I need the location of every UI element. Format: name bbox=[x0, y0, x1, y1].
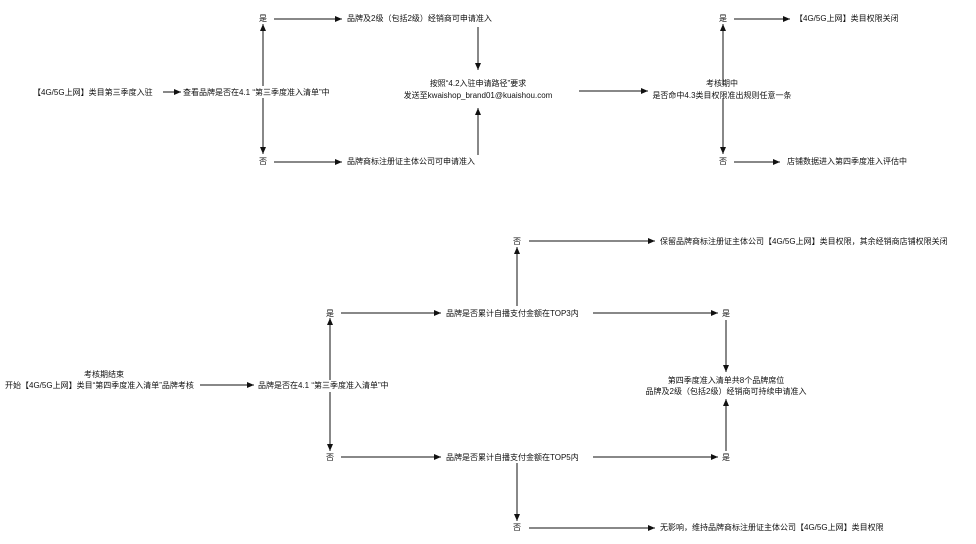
bottom-top3-yes-label: 是 bbox=[722, 309, 730, 318]
bottom-top5-yes-label: 是 bbox=[722, 453, 730, 462]
bottom-start-line2: 开始【4G/5G上网】类目“第四季度准入清单”品牌考核 bbox=[5, 381, 194, 390]
bottom-result-line2: 品牌及2级（包括2级）经销商可持续申请准入 bbox=[645, 387, 807, 396]
top-period-yes-label: 是 bbox=[719, 14, 727, 23]
bottom-result-line1: 第四季度准入清单共8个品牌席位 bbox=[667, 376, 785, 385]
top-period-no-result: 店铺数据进入第四季度准入评估中 bbox=[787, 157, 907, 166]
bottom-start-line1: 考核期结束 bbox=[84, 370, 124, 379]
top-period-line2: 是否命中4.3类目权限准出规则任意一条 bbox=[652, 91, 792, 100]
top-period-yes-result: 【4G/5G上网】类目权限关闭 bbox=[795, 14, 899, 23]
top-period-no-label: 否 bbox=[719, 157, 727, 166]
top-no-label: 否 bbox=[259, 157, 267, 166]
bottom-top3-no-result: 保留品牌商标注册证主体公司【4G/5G上网】类目权限，其余经销商店铺权限关闭 bbox=[660, 237, 948, 246]
top-yes-label: 是 bbox=[259, 14, 267, 23]
bottom-top5-no-result: 无影响，维持品牌商标注册证主体公司【4G/5G上网】类目权限 bbox=[660, 523, 884, 532]
bottom-check-label: 品牌是否在4.1 “第三季度准入清单”中 bbox=[258, 381, 389, 390]
bottom-top5-check: 品牌是否累计自播支付金额在TOP5内 bbox=[446, 453, 579, 462]
top-period-line1: 考核期中 bbox=[706, 79, 738, 88]
top-submit-line2: 发送至kwaishop_brand01@kuaishou.com bbox=[403, 91, 553, 100]
bottom-top3-check: 品牌是否累计自播支付金额在TOP3内 bbox=[446, 309, 579, 318]
bottom-top3-no-label: 否 bbox=[513, 237, 521, 246]
top-no-result-label: 品牌商标注册证主体公司可申请准入 bbox=[347, 157, 475, 166]
bottom-yes-label: 是 bbox=[326, 309, 334, 318]
top-submit-line1: 按照“4.2入驻申请路径”要求 bbox=[429, 79, 527, 88]
bottom-top5-no-label: 否 bbox=[513, 523, 521, 532]
top-start-label: 【4G/5G上网】类目第三季度入驻 bbox=[33, 88, 153, 97]
top-check-label: 查看品牌是否在4.1 “第三季度准入清单”中 bbox=[183, 88, 330, 97]
bottom-no-label: 否 bbox=[326, 453, 334, 462]
top-yes-result-label: 品牌及2级（包括2级）经销商可申请准入 bbox=[347, 14, 492, 23]
